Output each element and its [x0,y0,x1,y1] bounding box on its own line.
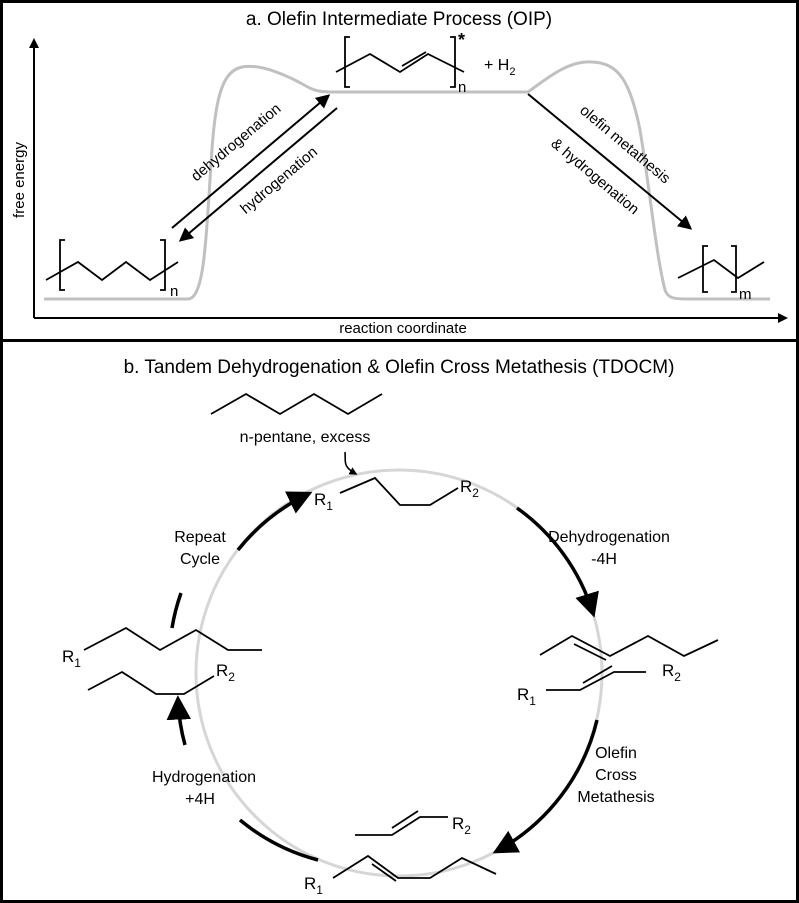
panel-b-title: b. Tandem Dehydrogenation & Olefin Cross… [124,357,675,378]
hydrogenation-h-label: +4H [185,791,215,808]
dehydrogenation-h-label: -4H [591,551,617,568]
olefin-asterisk: * [458,30,465,50]
h2-label: + H2 [484,57,515,78]
polymer-structure-left [45,239,179,291]
cycle-ring [194,468,604,878]
metathesis-arrow [527,93,693,230]
left-alkane-structures [83,626,262,695]
dehydrogenation-label: dehydrogenation [188,100,285,185]
feed-arrow [344,451,358,475]
repeat-step-label-1: Repeat [174,529,226,546]
bottom-olefin-structures [332,810,497,882]
n-pentane-label: n-pentane, excess [240,429,371,446]
cycle-arrow-repeat [170,592,183,629]
product-structure-right [677,245,765,293]
metathesis-step-label-1: Olefin [595,745,637,762]
cycle-arrow-top-left [236,491,313,552]
right-olefin-structures [539,634,719,691]
panel-b-border [0,339,799,903]
top-r2-label: R2 [460,477,479,500]
right-r2-label: R2 [662,661,681,684]
h2-subscript: 2 [509,66,515,78]
metathesis-step-label-3: Metathesis [577,789,654,806]
panel-a-border [0,0,799,342]
bottom-r1-label: R1 [304,874,323,897]
product-subscript-m: m [739,286,752,303]
cycle-arrow-dehydrogenation [515,506,599,618]
x-axis-label: reaction coordinate [339,320,467,337]
polymer-subscript-n: n [170,283,178,300]
hydrogenation-arrow [178,107,338,242]
left-r1-label: R1 [62,647,81,670]
right-r1-label: R1 [517,685,536,708]
olefin-intermediate-structure [335,36,465,88]
y-axis-label: free energy [11,142,28,218]
top-r1-label: R1 [314,490,333,513]
dehydrogenation-step-label: Dehydrogenation [548,529,670,546]
panel-a-title: a. Olefin Intermediate Process (OIP) [246,9,552,30]
bottom-r2-label: R2 [452,814,471,837]
top-molecule-structure [339,476,459,506]
olefin-subscript-n: n [458,79,466,96]
metathesis-step-label-2: Cross [595,767,637,784]
cycle-arrow-up-left [166,695,192,746]
repeat-step-label-2: Cycle [180,551,220,568]
n-pentane-structure [210,392,383,416]
hydrogenation-step-label: Hydrogenation [152,769,256,786]
energy-curve [44,60,770,301]
left-r2-label: R2 [216,661,235,684]
cycle-arrow-hydrogenation [238,818,319,862]
cycle-arrow-metathesis [492,719,599,854]
dehydrogenation-arrow [171,94,331,229]
